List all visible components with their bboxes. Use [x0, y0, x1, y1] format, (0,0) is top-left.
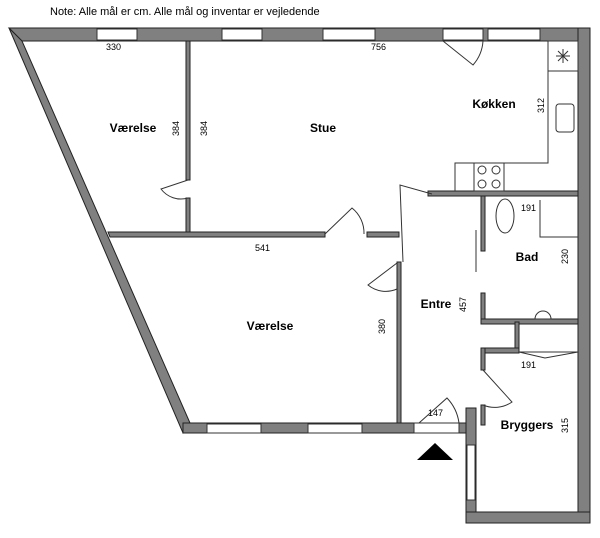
utility-cabinet: [518, 351, 579, 359]
burner-icon: [477, 165, 487, 175]
wall: [185, 197, 191, 235]
toilet-icon: [495, 198, 515, 234]
bryggers-bottom-wall: [465, 511, 591, 524]
wall: [480, 195, 486, 252]
dimension-label: 230: [560, 249, 570, 264]
wall: [107, 231, 326, 238]
wall: [480, 318, 579, 325]
wall: [185, 40, 191, 181]
dimension-label: 384: [171, 121, 181, 136]
door-swing: [482, 369, 513, 408]
dimension-label: 312: [536, 98, 546, 113]
wall: [427, 190, 579, 197]
dimension-label: 756: [371, 42, 386, 52]
stove: [473, 162, 505, 192]
room-label-kokken: Køkken: [472, 97, 515, 111]
room-label-vaerelse-bottom: Værelse: [247, 319, 294, 333]
interior-walls: [107, 40, 579, 426]
entrance-arrow-icon: [417, 443, 453, 460]
windows: [96, 28, 541, 501]
window: [206, 423, 262, 434]
wall: [396, 261, 402, 424]
window: [487, 28, 541, 41]
door-swing: [399, 184, 433, 263]
dimension-label: 191: [521, 203, 536, 213]
window: [96, 28, 138, 41]
wall: [480, 404, 486, 426]
dimension-label: 541: [255, 243, 270, 253]
door-swing: [324, 207, 365, 235]
dimension-label: 380: [377, 319, 387, 334]
burner-icon: [491, 165, 501, 175]
dimension-label: 191: [521, 360, 536, 370]
balcony-door-swing: [442, 40, 484, 66]
kitchen-counter: [454, 71, 549, 191]
wall: [480, 347, 486, 371]
wall: [480, 347, 520, 354]
wall: [366, 231, 400, 238]
bathroom-fixtures: [495, 198, 579, 359]
room-label-vaerelse-top: Værelse: [110, 121, 157, 135]
fan-icon: [556, 49, 570, 63]
room-label-bad: Bad: [516, 250, 539, 264]
dimension-label: 330: [106, 42, 121, 52]
washbasin-icon: [534, 310, 552, 320]
dimension-label: 315: [560, 418, 570, 433]
kitchen-fixtures: [454, 40, 579, 192]
room-label-bryggers: Bryggers: [501, 418, 554, 432]
window: [221, 28, 263, 41]
dimension-label: 457: [458, 297, 468, 312]
entrance-door-swing: [418, 397, 460, 424]
exhaust-fan: [547, 40, 579, 72]
window: [322, 28, 376, 41]
door-swing: [160, 179, 189, 200]
window: [307, 423, 363, 434]
room-label-stue: Stue: [310, 121, 336, 135]
door-swing: [367, 262, 398, 292]
balcony-door-opening: [442, 28, 484, 41]
left-slanted-wall: [8, 27, 191, 435]
burner-icon: [491, 179, 501, 189]
room-label-entre: Entre: [421, 297, 452, 311]
dimension-label: 147: [428, 408, 443, 418]
note-text: Note: Alle mål er cm. Alle mål og invent…: [50, 6, 320, 18]
window: [466, 444, 476, 501]
sink-icon: [555, 103, 575, 133]
burner-icon: [477, 179, 487, 189]
dimension-label: 384: [199, 121, 209, 136]
right-wall: [577, 27, 591, 524]
entrance-door-opening: [413, 422, 460, 434]
shower-area: [539, 200, 578, 238]
